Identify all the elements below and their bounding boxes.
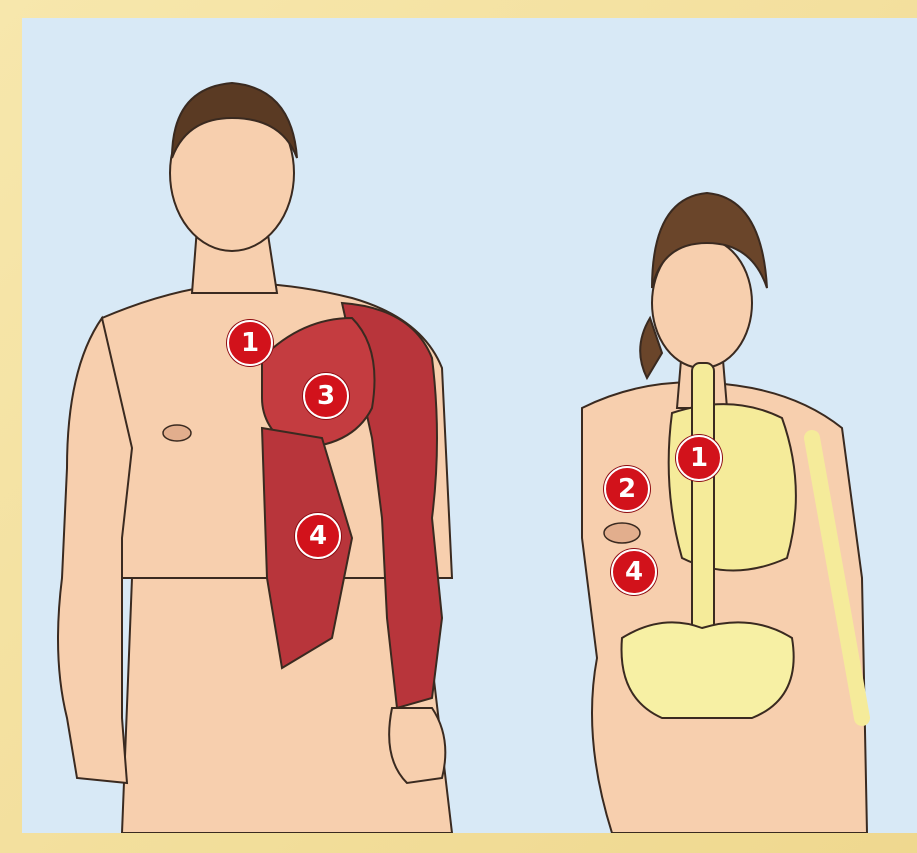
female-figure [582, 193, 867, 833]
marker-man-4: 4 [295, 513, 341, 559]
marker-man-1: 1 [227, 320, 273, 366]
marker-woman-1: 1 [676, 435, 722, 481]
anatomy-illustration [22, 18, 917, 833]
male-figure [58, 83, 452, 833]
marker-woman-4: 4 [611, 549, 657, 595]
illustration-panel: 1 3 4 1 2 4 [22, 18, 917, 833]
marker-man-3: 3 [303, 373, 349, 419]
marker-woman-2: 2 [604, 466, 650, 512]
